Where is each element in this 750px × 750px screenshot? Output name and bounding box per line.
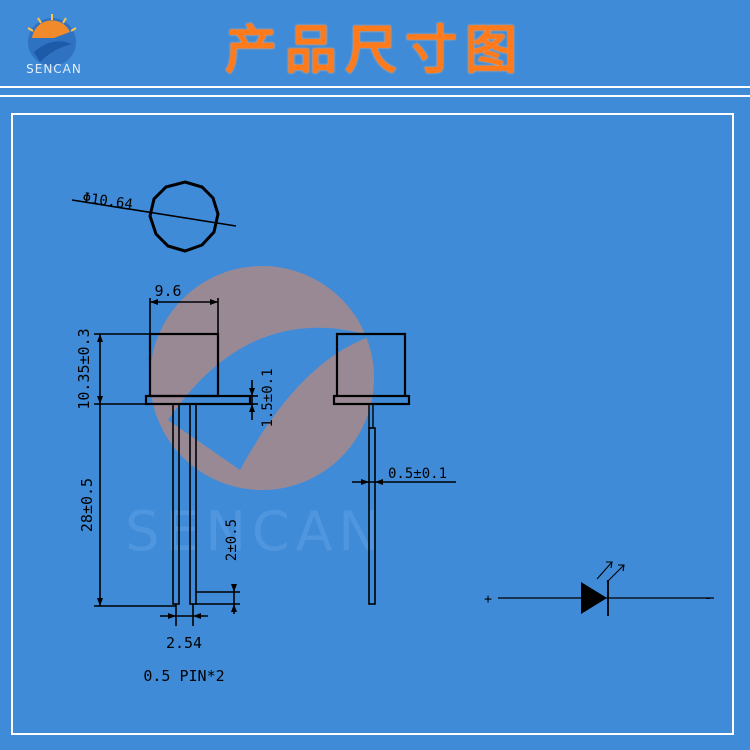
drawing-frame	[11, 113, 734, 735]
anode-label: +	[484, 592, 492, 607]
led-flange-front	[144, 394, 252, 406]
lead-gap-label: 2±0.5	[224, 519, 240, 561]
side-lead-upper	[368, 403, 374, 429]
light-arrows-icon	[596, 561, 625, 583]
lead-thickness-label: 0.5±0.1	[388, 466, 447, 482]
side-lead	[368, 427, 376, 605]
pitch-label: 2.54	[166, 634, 202, 652]
pins-label: 0.5 PIN*2	[143, 667, 224, 685]
diameter-label: Φ10.64	[81, 190, 133, 213]
watermark: SENCAN	[125, 266, 385, 563]
header-rule-bottom	[0, 95, 750, 97]
flange-label: 1.5±0.1	[260, 368, 276, 427]
width-label: 9.6	[154, 282, 181, 300]
diode-triangle	[581, 582, 607, 614]
led-symbol: + -	[484, 561, 714, 616]
body-height-label: 10.35±0.3	[75, 328, 93, 409]
brand-logo	[27, 14, 77, 66]
diameter-leader	[71, 199, 237, 227]
page-title: 产品尺寸图	[224, 21, 525, 81]
logo-text: SENCAN	[26, 62, 82, 76]
header: SENCAN 产品尺寸图	[0, 0, 750, 84]
watermark-swoosh	[168, 327, 372, 470]
led-body-side	[335, 332, 407, 396]
header-rule-top	[0, 86, 750, 88]
lead-length-label: 28±0.5	[78, 478, 96, 532]
arrowheads	[97, 299, 383, 619]
cathode-label: -	[704, 591, 712, 606]
top-view-circle	[148, 180, 220, 253]
watermark-text: SENCAN	[125, 500, 385, 563]
